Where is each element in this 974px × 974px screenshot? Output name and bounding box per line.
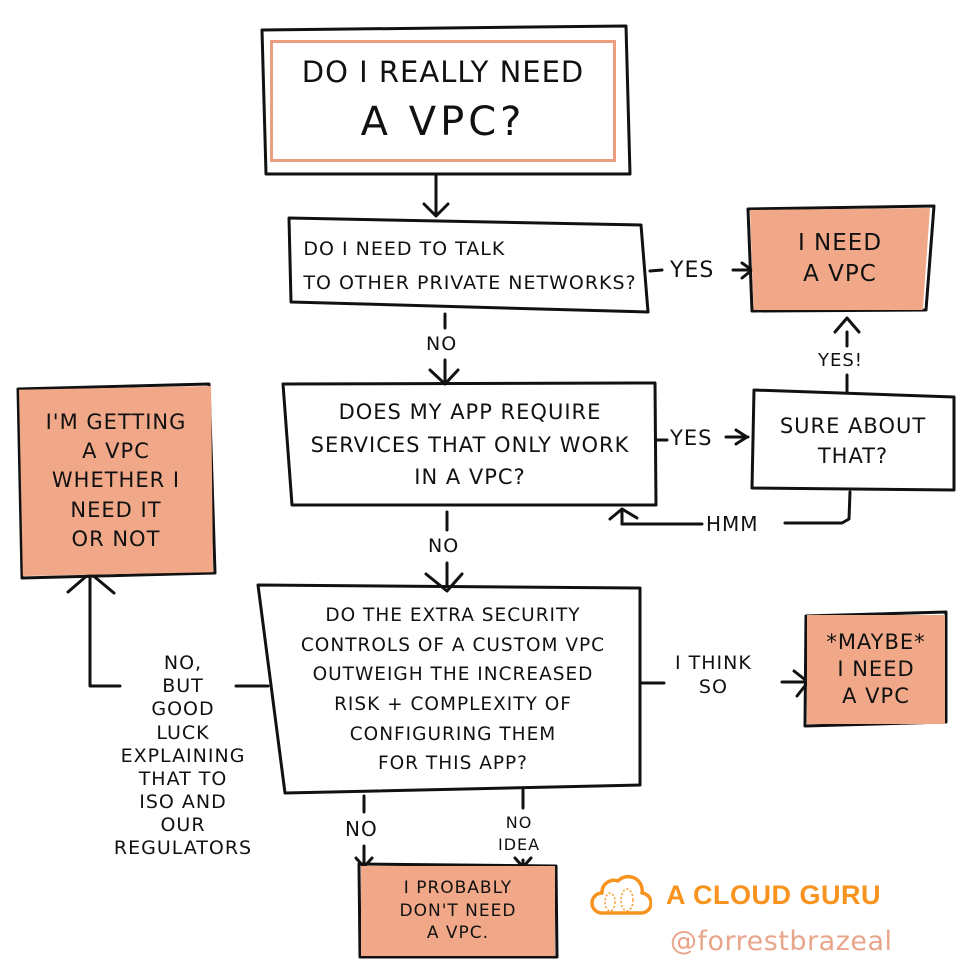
arrowhead-sure-yes <box>833 316 861 334</box>
outcome-need-vpc: I need a VPC <box>750 208 930 310</box>
maybe-box-outline <box>803 610 948 728</box>
question-sure-about-that: Sure about that? <box>756 394 950 488</box>
question-security-controls: Do the extra security controls of a cust… <box>268 592 638 788</box>
q3-box-outline <box>256 583 642 795</box>
edge-label-q1-yes: Yes <box>670 258 715 283</box>
getting-vpc-box-outline <box>16 382 217 580</box>
arrowhead-q2-yes <box>734 428 749 446</box>
cloud-icon <box>590 874 652 915</box>
question-sure-about-that-text: Sure about that? <box>779 413 927 468</box>
title-box: Do I really need a VPC? <box>270 40 616 162</box>
question-private-networks-text: Do I need to talk to other private netwo… <box>303 237 637 294</box>
arrowhead-sure-hmm <box>608 507 639 521</box>
sure-hmm-line-right <box>783 490 852 525</box>
edge-label-q3-no: No <box>345 817 378 841</box>
outcome-getting-vpc: I'm getting a VPC whether I need it or n… <box>19 386 213 576</box>
edge-label-sure-yes: Yes! <box>818 350 864 371</box>
sure-box-outline <box>750 388 956 492</box>
edge-label-q3-think-so: I think so <box>675 652 752 698</box>
outcome-probably-not: I probably don't need a VPC. <box>361 866 555 956</box>
title-line-1: Do I really need <box>301 54 585 89</box>
outcome-need-vpc-text: I need a VPC <box>797 229 883 287</box>
q2-box-outline <box>281 381 658 507</box>
question-services-vpc-text: Does my app require services that only w… <box>310 400 630 490</box>
outcome-getting-vpc-text: I'm getting a VPC whether I need it or n… <box>45 409 187 552</box>
q1-box-outline <box>287 216 650 314</box>
edge-label-sure-hmm: Hmm <box>706 512 759 536</box>
arrowhead-title-to-q1 <box>422 202 450 218</box>
author-handle: @forrestbrazeal <box>670 926 893 957</box>
edge-label-q3-no-idea: No idea <box>498 813 541 854</box>
outcome-maybe-vpc-text: *Maybe* I need a VPC <box>826 629 926 709</box>
edge-label-q1-no: No <box>426 333 458 355</box>
arrowhead-q2-no <box>424 572 464 593</box>
arrowhead-q1-yes <box>740 261 754 280</box>
outcome-probably-not-text: I probably don't need a VPC. <box>399 877 517 944</box>
q3-nobut-line <box>88 576 122 688</box>
brand-logo: A CLOUD GURU <box>590 873 881 917</box>
edge-label-q3-no-but: No, but good luck explaining that to ISO… <box>113 652 253 860</box>
title-line-2: a VPC? <box>360 99 526 146</box>
need-vpc-box-outline <box>746 204 936 313</box>
title-box-outline <box>260 24 632 176</box>
question-security-controls-text: Do the extra security controls of a cust… <box>300 605 606 775</box>
edge-label-q2-no: No <box>428 535 460 557</box>
question-services-vpc: Does my app require services that only w… <box>288 388 652 502</box>
q1-yes-stub <box>648 268 664 273</box>
probably-not-box-outline <box>357 862 559 959</box>
outcome-maybe-vpc: *Maybe* I need a VPC <box>807 615 945 724</box>
edge-label-q2-yes: Yes <box>670 426 713 450</box>
brand-name: A CLOUD GURU <box>666 879 881 910</box>
question-private-networks: Do I need to talk to other private netwo… <box>296 226 644 306</box>
